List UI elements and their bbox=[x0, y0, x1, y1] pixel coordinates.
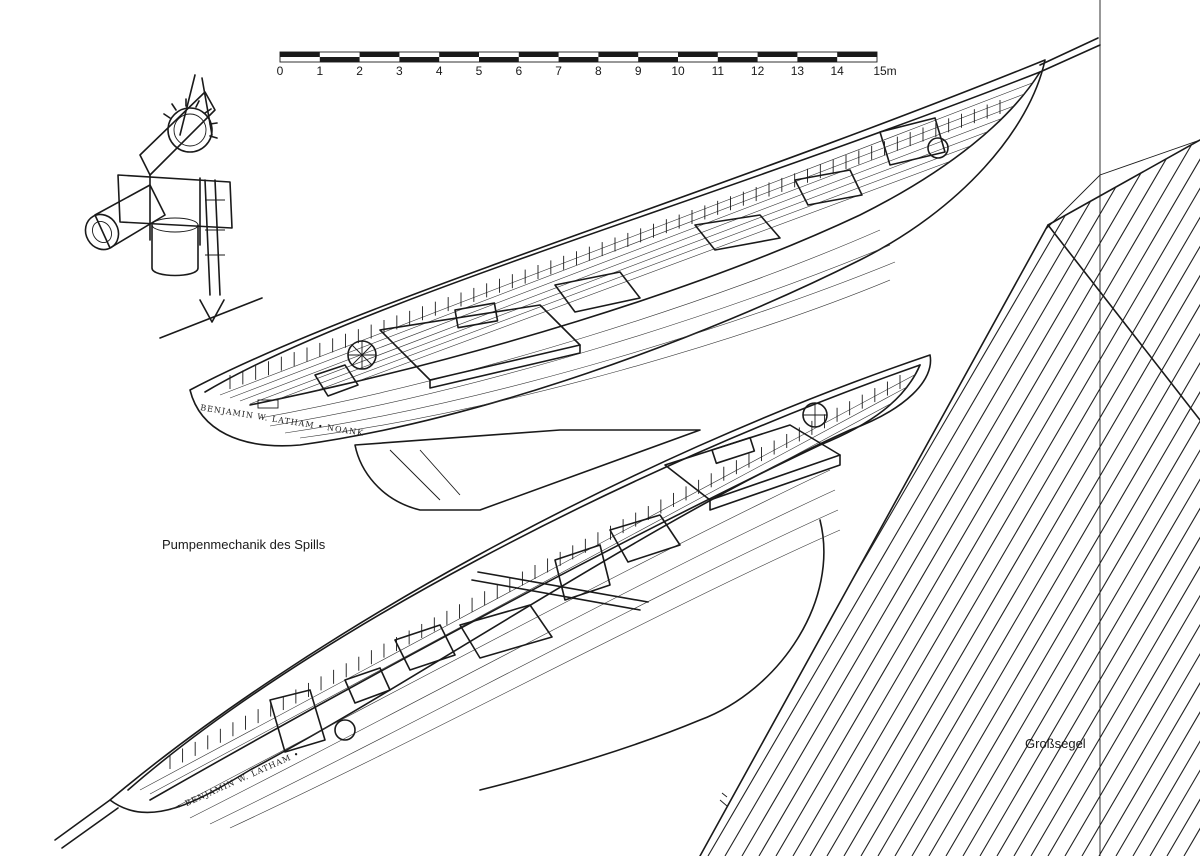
scale-tick-label: 12 bbox=[750, 64, 765, 78]
sail-seam-line bbox=[700, 140, 901, 856]
sail-seam-line bbox=[979, 140, 1200, 856]
schooner-hull-lower-view: • BENJAMIN W. LATHAM • bbox=[54, 354, 932, 849]
sail-seam-line bbox=[0, 120, 407, 856]
sail-seam-line bbox=[249, 120, 679, 856]
scale-bar-segment bbox=[638, 57, 678, 62]
sail-seam-line bbox=[1081, 140, 1200, 856]
sail-seam-line bbox=[962, 140, 1200, 856]
scale-tick-label: 2 bbox=[356, 64, 363, 78]
sail-seam-line bbox=[809, 140, 1200, 856]
schooner-hull-upper-view: BENJAMIN W. LATHAM • NOANK bbox=[189, 37, 1101, 511]
sail-seam-line bbox=[741, 140, 1173, 856]
sail-seam-line bbox=[860, 140, 1200, 856]
sail-seam-line bbox=[700, 140, 731, 856]
scale-tick-label: 0 bbox=[276, 64, 284, 78]
scale-bar bbox=[279, 51, 878, 63]
scale-bar-segment bbox=[359, 52, 400, 57]
sail-seam-line bbox=[232, 120, 662, 856]
sail-seam-line bbox=[792, 140, 1200, 856]
sail-seam-line bbox=[700, 140, 1088, 856]
scale-bar-segment bbox=[280, 52, 320, 57]
upper-bulwark-stanchions bbox=[229, 100, 1001, 389]
scale-bar-segment bbox=[678, 52, 718, 57]
sail-seam-line bbox=[707, 140, 1139, 856]
scale-tick-label: 1 bbox=[316, 64, 324, 78]
scale-tick-label: 4 bbox=[435, 64, 443, 78]
sail-seam-line bbox=[700, 140, 918, 856]
scale-tick-label: 11 bbox=[711, 64, 725, 78]
sail-seam-line bbox=[700, 140, 748, 856]
scale-tick-label: 8 bbox=[595, 64, 602, 78]
scale-tick-label: 10 bbox=[671, 64, 685, 78]
sail-seam-line bbox=[928, 140, 1200, 856]
hull-name-lower: • BENJAMIN W. LATHAM • bbox=[175, 749, 301, 812]
sail-seam-line bbox=[945, 140, 1200, 856]
sail-seam-line bbox=[198, 120, 628, 856]
scale-bar-segment bbox=[717, 57, 758, 62]
sail-seam-line bbox=[1047, 140, 1200, 856]
scale-bar-segment bbox=[479, 57, 519, 62]
scale-tick-label: 13 bbox=[790, 64, 805, 78]
sail-seam-line bbox=[700, 140, 952, 856]
sail-seam-line bbox=[700, 140, 1037, 856]
sail-seam-line bbox=[700, 140, 1003, 856]
sail-seam-line bbox=[1064, 140, 1200, 856]
scale-tick-label: 3 bbox=[396, 64, 403, 78]
sail-seam-line bbox=[11, 120, 441, 856]
mainsail-label: Großsegel bbox=[1025, 736, 1086, 751]
sail-seam-line bbox=[1030, 140, 1200, 856]
scale-bar-segment bbox=[399, 57, 440, 62]
sail-seam-line bbox=[1013, 140, 1200, 856]
pump-mechanism-label: Pumpenmechanik des Spills bbox=[162, 537, 326, 552]
scale-bar-segment bbox=[797, 57, 838, 62]
sail-seam-line bbox=[45, 120, 475, 856]
sail-seam-line bbox=[894, 140, 1200, 856]
sail-seam-line bbox=[911, 140, 1200, 856]
sail-seam-line bbox=[700, 140, 782, 856]
sail-seam-line bbox=[843, 140, 1200, 856]
scale-tick-label: 15m bbox=[873, 64, 897, 78]
lower-bulwark-stanchions bbox=[169, 375, 901, 769]
sail-seam-line bbox=[700, 140, 867, 856]
scale-bar-segment bbox=[837, 52, 877, 57]
sail-seam-line bbox=[758, 140, 1190, 856]
scale-tick-label: 14 bbox=[830, 64, 844, 78]
sail-seam-line bbox=[1132, 140, 1200, 856]
sail-seam-line bbox=[775, 140, 1200, 856]
sail-seam-line bbox=[700, 140, 833, 856]
scale-tick-label: 6 bbox=[515, 64, 523, 78]
scale-bar-segment bbox=[757, 52, 798, 57]
sail-seam-line bbox=[877, 140, 1200, 856]
scale-bar-segment bbox=[558, 57, 599, 62]
scale-bar-segment bbox=[518, 52, 559, 57]
sail-seam-line bbox=[826, 140, 1200, 856]
sail-seam-line bbox=[215, 120, 645, 856]
sail-seam-line bbox=[724, 140, 1156, 856]
sail-seam-line bbox=[1115, 140, 1200, 856]
scale-tick-label: 7 bbox=[555, 64, 562, 78]
sail-seam-line bbox=[700, 140, 1071, 856]
sail-seam-line bbox=[1098, 140, 1200, 856]
scale-tick-label: 9 bbox=[634, 64, 642, 78]
capstan-pump-mechanism-detail bbox=[84, 74, 263, 339]
scale-bar-segment bbox=[319, 57, 360, 62]
scale-bar-segment bbox=[439, 52, 479, 57]
scale-bar-segment bbox=[598, 52, 639, 57]
sail-seam-line bbox=[130, 120, 560, 856]
scale-tick-label: 5 bbox=[475, 64, 483, 78]
sail-seam-line bbox=[996, 140, 1200, 856]
